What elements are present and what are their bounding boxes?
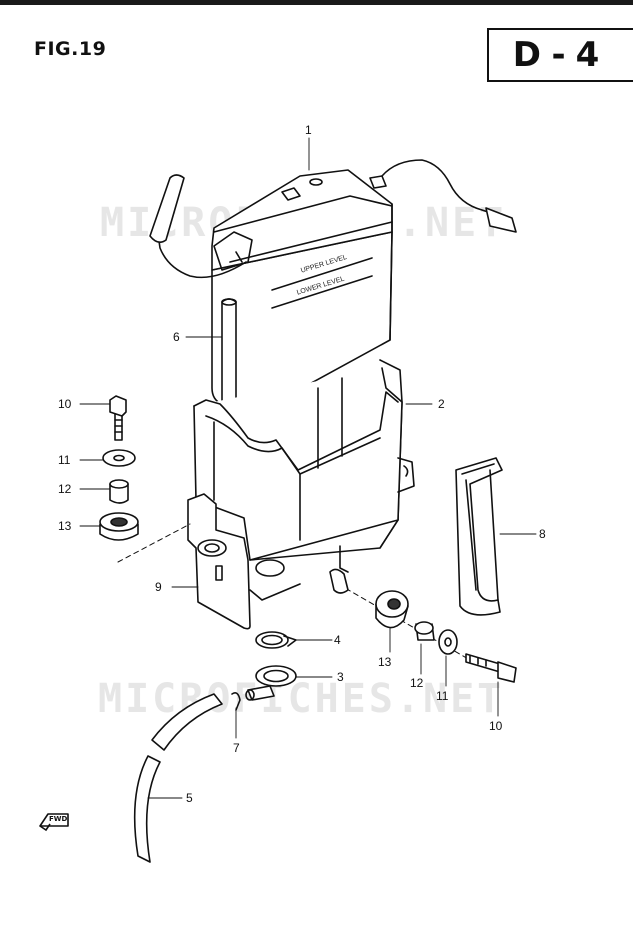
callout-5: 5 (186, 791, 193, 805)
drain-hose-lower (133, 755, 161, 863)
terminal-boot-left (149, 174, 185, 244)
watermark-bottom: MICROFICHES.NET (98, 676, 505, 722)
callout-12-right: 12 (410, 676, 424, 690)
callout-13-right: 13 (378, 655, 392, 669)
cushion-right (329, 568, 409, 629)
callout-6: 6 (173, 330, 180, 344)
drain-hose-upper (151, 693, 223, 751)
battery-case (193, 359, 415, 573)
grommet (255, 665, 297, 687)
bolt-left (109, 395, 127, 441)
page-reference-box: D-4 (487, 28, 633, 82)
battery-cable-left (157, 233, 247, 279)
fwd-label: FWD (49, 815, 68, 823)
mounting-bracket (187, 493, 301, 630)
washer-left (102, 449, 136, 467)
terminal-boot-right (485, 207, 517, 233)
washer-right (438, 629, 458, 655)
callout-11-left: 11 (58, 453, 71, 467)
callout-7: 7 (233, 741, 240, 755)
callout-12-left: 12 (58, 482, 72, 496)
hose-fitting (231, 685, 275, 711)
forward-arrow-icon: FWD (38, 808, 72, 832)
assembly-line-left (117, 523, 191, 563)
collar-left (109, 479, 129, 504)
callout-4: 4 (334, 633, 341, 647)
callout-3: 3 (337, 670, 344, 684)
battery (211, 169, 393, 411)
hold-band (455, 457, 503, 616)
callout-10-right: 10 (489, 719, 503, 733)
callout-10-left: 10 (58, 397, 72, 411)
collar-right (414, 621, 435, 641)
callout-11-right: 11 (436, 689, 449, 703)
battery-cable-right (381, 159, 495, 215)
clamp-ring (255, 631, 297, 649)
callout-13-left: 13 (58, 519, 72, 533)
callout-1: 1 (305, 123, 312, 137)
callout-9: 9 (155, 580, 162, 594)
cushion-left (99, 512, 139, 541)
bolt-right (465, 653, 517, 683)
callout-2: 2 (438, 397, 445, 411)
leader-lines (79, 137, 537, 799)
callout-8: 8 (539, 527, 546, 541)
top-border (0, 0, 633, 5)
figure-title: FIG.19 (34, 38, 107, 60)
